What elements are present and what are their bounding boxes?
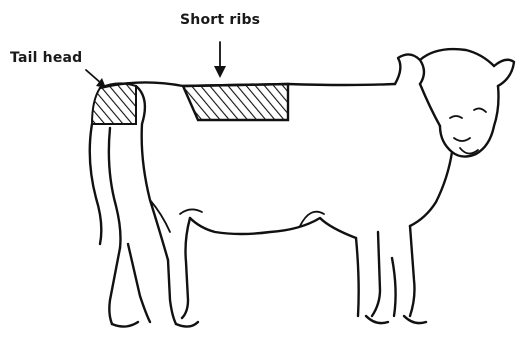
short-ribs-arrow	[214, 42, 226, 78]
cow-outline	[90, 49, 514, 326]
tail-head-region	[92, 83, 136, 124]
short-ribs-region	[183, 84, 288, 120]
tail-head-arrow	[86, 70, 106, 88]
